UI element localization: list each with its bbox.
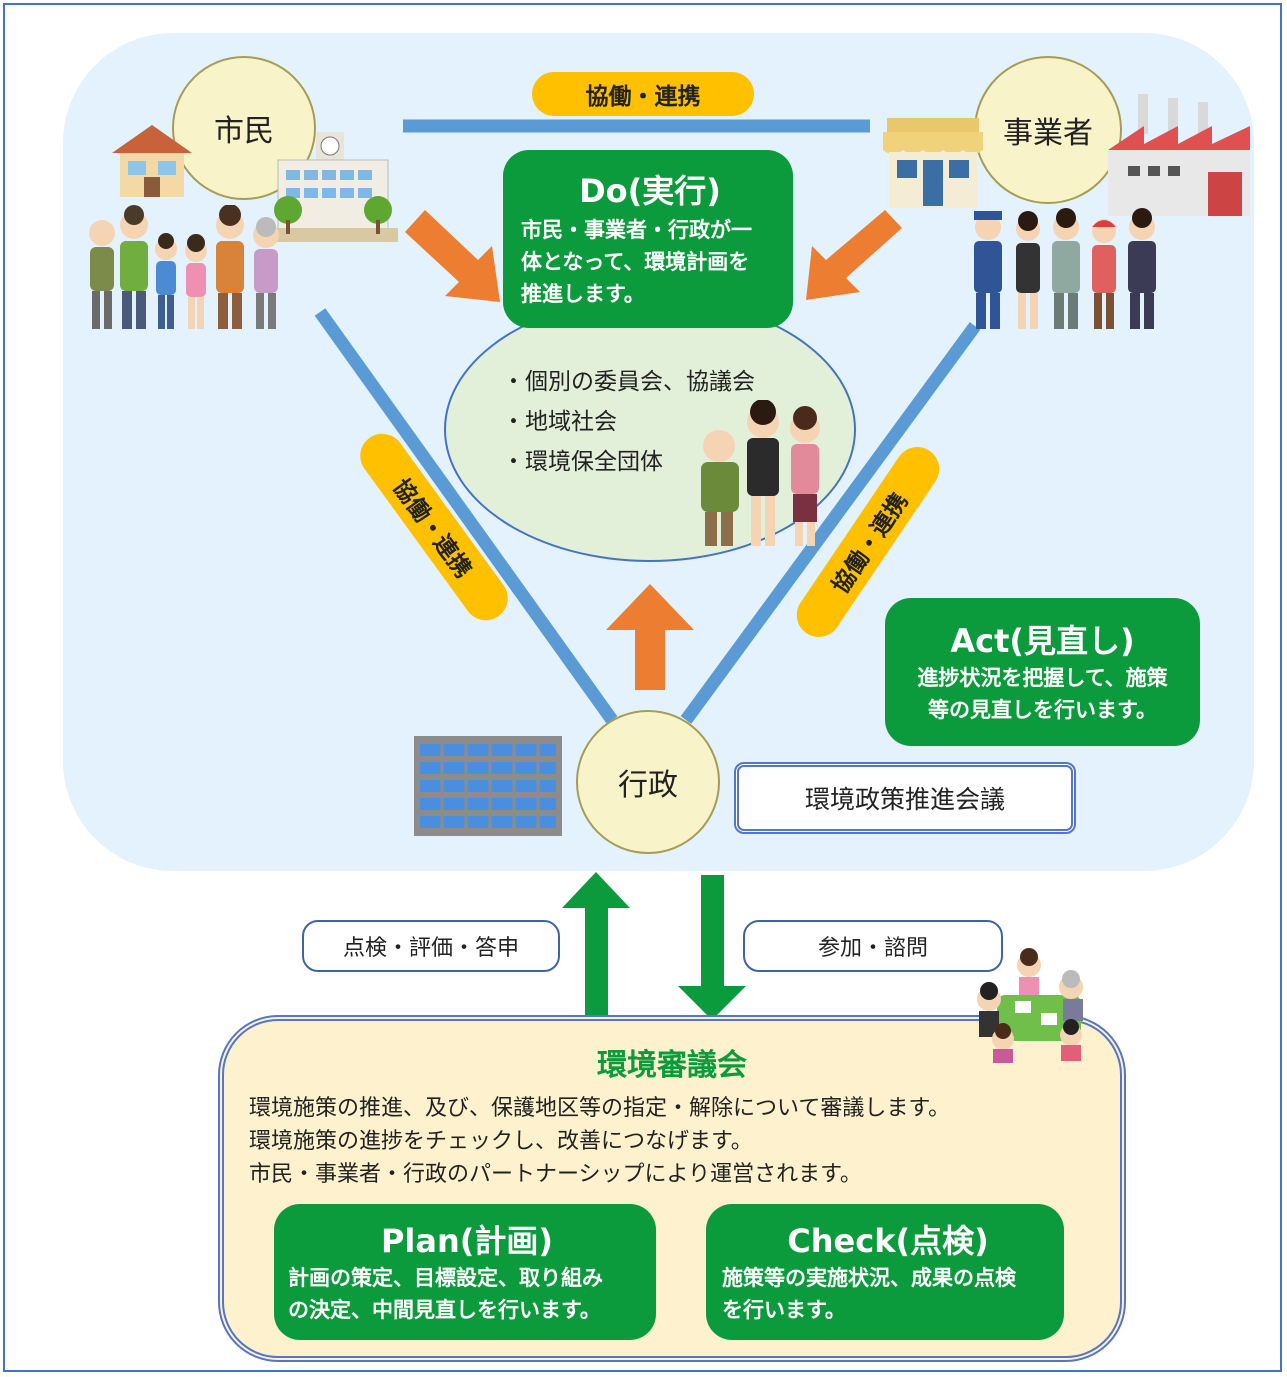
orange-arrow-right <box>806 210 902 300</box>
community-ellipse <box>444 297 856 562</box>
act-line: 等の見直しを行います。 <box>928 698 1157 722</box>
plan-title: Plan(計画) <box>380 1222 554 1260</box>
business-government-link <box>680 322 981 724</box>
meeting-illustration <box>977 948 1083 1063</box>
diagram-frame <box>3 3 1282 1372</box>
workers-illustration <box>974 208 1156 329</box>
community-list: ・個別の委員会、協議会 ・地域社会 ・環境保全団体 <box>502 362 755 482</box>
participation-label: 参加・諮問 <box>743 920 1003 972</box>
factory-icon <box>1108 94 1250 216</box>
act-line: 進捗状況を把握して、施策 <box>917 666 1168 690</box>
council-text: 環境施策の推進、及び、保護地区等の指定・解除について審議します。 環境施策の進捗… <box>249 1092 950 1191</box>
person <box>89 220 115 329</box>
do-box: Do(実行) 市民・事業者・行政が一 体となって、環境計画を 推進します。 <box>503 150 793 328</box>
collaboration-pill-top: 協働・連携 <box>532 72 754 116</box>
green-arrow-down <box>678 875 746 1020</box>
business-node: 事業者 <box>974 56 1122 204</box>
elders-illustration <box>701 400 820 546</box>
council-line: 環境施策の推進、及び、保護地区等の指定・解除について審議します。 <box>249 1096 951 1121</box>
school-building-icon <box>268 132 398 242</box>
office-building-icon <box>414 736 562 836</box>
shop-icon <box>883 118 983 208</box>
green-arrow-up <box>562 872 630 1020</box>
plan-line: 計画の策定、目標設定、取り組み <box>288 1266 603 1290</box>
community-item: ・個別の委員会、協議会 <box>502 369 755 395</box>
orange-arrow-up <box>606 584 694 690</box>
do-title: Do(実行) <box>579 172 721 210</box>
plan-box: Plan(計画) 計画の策定、目標設定、取り組み の決定、中間見直しを行います。 <box>274 1204 656 1340</box>
council-line: 環境施策の進捗をチェックし、改善につなげます。 <box>249 1129 753 1154</box>
check-line: を行います。 <box>722 1298 846 1322</box>
community-item: ・地域社会 <box>502 409 617 435</box>
community-item: ・環境保全団体 <box>502 449 663 475</box>
family-illustration <box>89 205 279 329</box>
act-box: Act(見直し) 進捗状況を把握して、施策 等の見直しを行います。 <box>885 598 1200 746</box>
council-title: 環境審議会 <box>597 1048 747 1083</box>
house-icon <box>112 125 192 197</box>
check-line: 施策等の実施状況、成果の点検 <box>722 1266 1016 1290</box>
review-label: 点検・評価・答申 <box>302 920 560 972</box>
do-line: 市民・事業者・行政が一 <box>521 218 752 242</box>
plan-line: の決定、中間見直しを行います。 <box>288 1298 601 1322</box>
orange-arrow-left <box>405 210 500 302</box>
check-title: Check(点検) <box>787 1222 989 1260</box>
act-title: Act(見直し) <box>950 622 1135 660</box>
government-node: 行政 <box>576 710 720 854</box>
check-box: Check(点検) 施策等の実施状況、成果の点検 を行います。 <box>706 1204 1064 1340</box>
citizen-government-link <box>314 308 618 724</box>
do-line: 推進します。 <box>521 282 645 306</box>
council-line: 市民・事業者・行政のパートナーシップにより運営されます。 <box>249 1162 862 1187</box>
policy-meeting-box: 環境政策推進会議 <box>734 762 1076 834</box>
do-line: 体となって、環境計画を <box>521 250 750 274</box>
